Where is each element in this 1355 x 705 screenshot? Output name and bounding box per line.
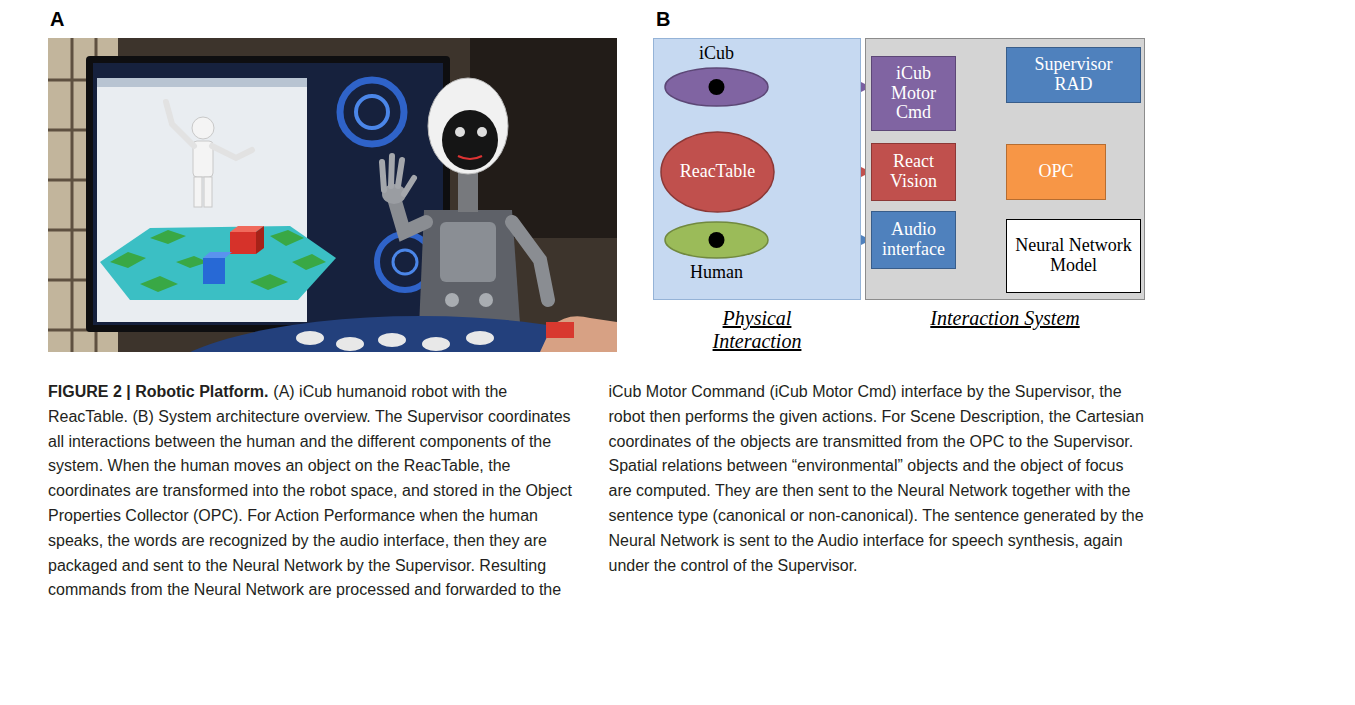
eye-dot xyxy=(709,79,725,95)
caption-block: FIGURE 2 | Robotic Platform.(A) iCub hum… xyxy=(48,380,1145,603)
virtual-scene xyxy=(292,254,326,270)
reactable xyxy=(296,331,324,345)
panel-title: Physical Interaction xyxy=(654,307,860,353)
node-label: OPC xyxy=(1038,162,1073,182)
virtual-scene xyxy=(250,274,288,290)
reactable xyxy=(378,333,406,347)
virtual-scene xyxy=(110,252,146,268)
module-box: iCub Motor Cmd xyxy=(871,56,956,131)
virtual-scene xyxy=(140,276,178,292)
monitor xyxy=(97,78,307,87)
module-box: OPC xyxy=(1006,144,1106,200)
panel-title: Interaction System xyxy=(866,307,1144,330)
device-circle: ReacTable xyxy=(660,131,775,213)
node-label: Audio interface xyxy=(879,220,948,260)
module-box: Audio interface xyxy=(871,211,956,269)
reactable xyxy=(150,316,617,352)
eye-dot xyxy=(709,232,725,248)
icub-robot xyxy=(458,170,478,212)
agent-ellipse: Human xyxy=(664,221,769,259)
panel-letter: B xyxy=(656,8,670,31)
monitor xyxy=(340,80,404,144)
virtual-scene xyxy=(256,226,264,254)
node-label: Human xyxy=(664,262,769,283)
ellipse-shape xyxy=(665,68,768,106)
virtual-scene xyxy=(100,226,336,300)
virtual-scene xyxy=(203,258,225,284)
panel-letter: A xyxy=(50,8,64,31)
icub-robot xyxy=(440,222,496,282)
virtual-scene xyxy=(212,146,252,158)
virtual-scene xyxy=(192,117,214,207)
module-box: Supervisor RAD xyxy=(1006,47,1141,103)
robot-photo xyxy=(48,38,617,352)
reactable xyxy=(546,322,574,338)
virtual-scene xyxy=(166,102,194,146)
virtual-scene xyxy=(192,117,214,139)
virtual-scene xyxy=(150,230,186,244)
icub-robot xyxy=(455,127,465,137)
monitor xyxy=(86,56,450,332)
icub-robot xyxy=(382,156,414,194)
icub-robot xyxy=(479,293,493,307)
ellipse-outline xyxy=(664,221,769,259)
monitor xyxy=(93,63,443,325)
ellipse-shape xyxy=(665,222,768,258)
system-panel: Interaction SystemiCub Motor CmdSupervis… xyxy=(865,38,1145,300)
node-label: React Vision xyxy=(879,152,948,192)
reactable xyxy=(336,337,364,351)
photo-background xyxy=(48,38,617,352)
virtual-scene xyxy=(230,232,256,254)
monitor xyxy=(86,56,450,332)
icub-robot xyxy=(512,222,548,300)
node-label: ReacTable xyxy=(680,162,756,182)
icub-robot xyxy=(382,78,548,352)
virtual-scene xyxy=(270,230,304,246)
figure-caption: (A) iCub humanoid robot with the ReacTab… xyxy=(48,383,1144,598)
icub-robot xyxy=(442,110,498,170)
module-box: Neural Network Model xyxy=(1006,219,1141,293)
reactable xyxy=(466,331,494,345)
module-box: React Vision xyxy=(871,143,956,201)
agent-ellipse: iCub xyxy=(664,67,769,107)
icub-robot xyxy=(428,78,508,174)
node-label: iCub xyxy=(664,43,769,64)
monitor xyxy=(356,96,388,128)
ellipse-shape xyxy=(661,132,774,212)
virtual-scene xyxy=(100,102,336,300)
virtual-scene xyxy=(203,252,232,258)
reactable xyxy=(150,316,617,352)
monitor xyxy=(393,250,417,274)
icub-robot xyxy=(445,293,459,307)
icub-robot xyxy=(458,156,482,159)
reactable xyxy=(422,337,450,351)
figure-title: FIGURE 2 | Robotic Platform. xyxy=(48,383,269,400)
interaction-panel: Physical InteractioniCubReacTableHuman xyxy=(653,38,861,300)
node-label: iCub Motor Cmd xyxy=(879,64,948,123)
virtual-scene xyxy=(194,177,202,207)
node-label: Supervisor RAD xyxy=(1014,55,1133,95)
icub-robot xyxy=(477,127,487,137)
node-label: Neural Network Model xyxy=(1014,236,1133,276)
virtual-scene xyxy=(204,177,212,207)
ellipse-outline xyxy=(664,67,769,107)
reactable xyxy=(540,316,617,352)
